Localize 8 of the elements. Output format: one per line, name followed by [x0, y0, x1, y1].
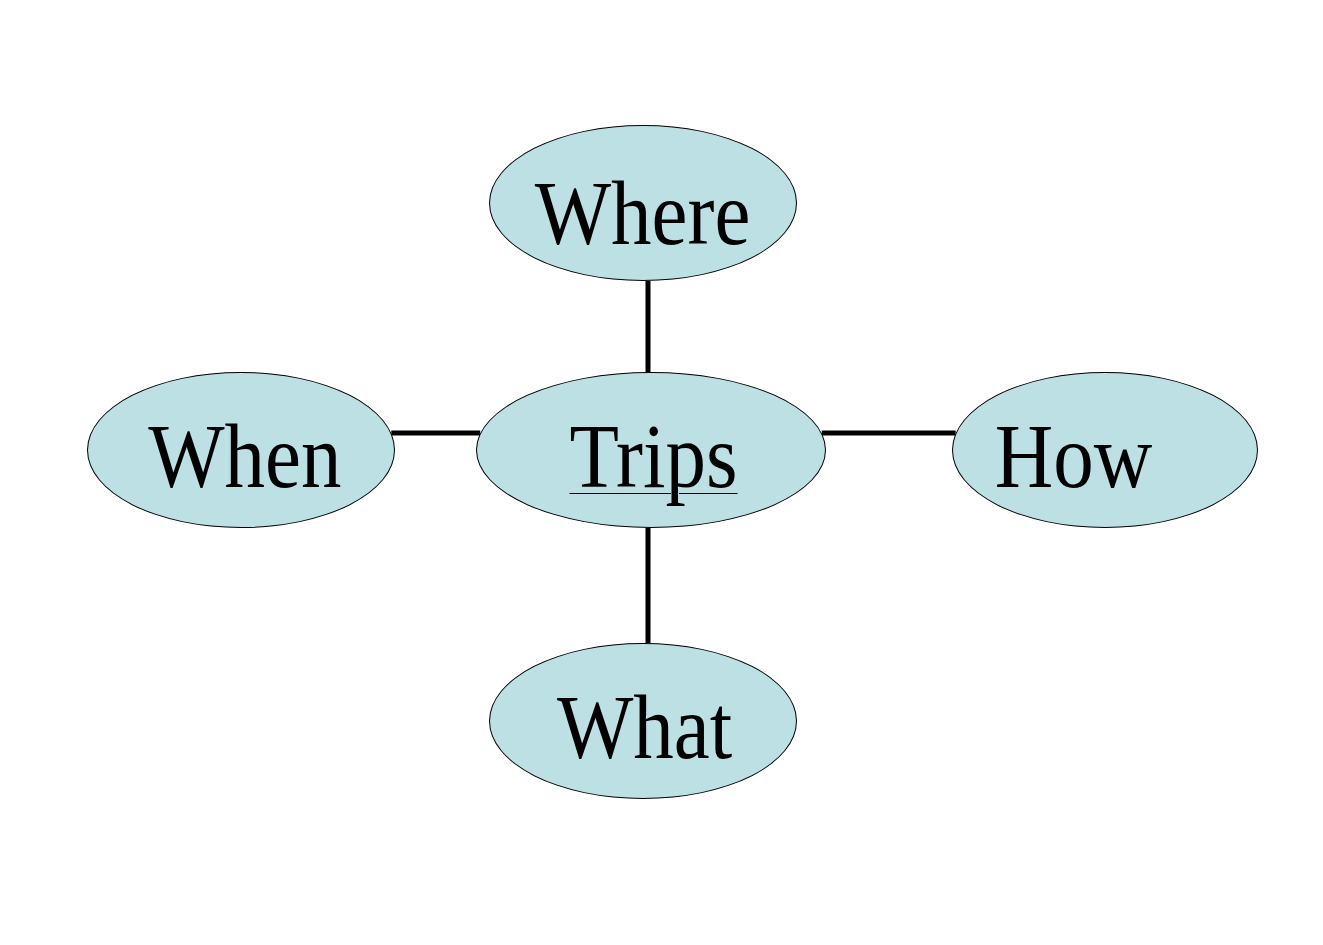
node-label: When — [148, 410, 342, 502]
connector-line — [645, 528, 651, 644]
connector-line — [391, 430, 481, 436]
node-label: Where — [535, 167, 751, 259]
node-label: What — [557, 681, 733, 773]
connector-line — [645, 280, 651, 372]
node-label: How — [994, 410, 1152, 502]
connector-line — [821, 430, 956, 436]
